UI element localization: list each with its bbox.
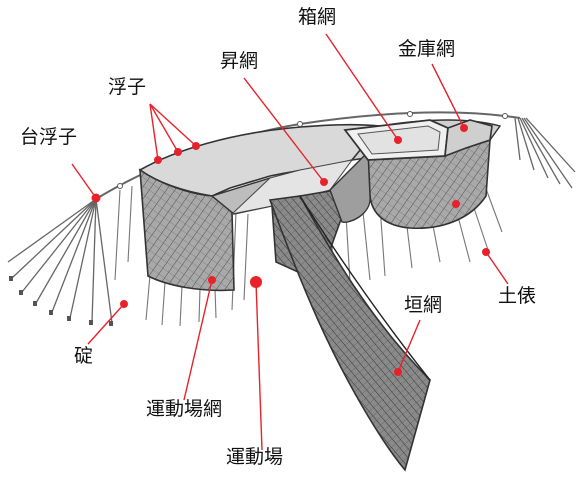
dot-playground-net — [208, 276, 216, 284]
pointer-playground-net-line — [184, 280, 212, 400]
label-playground-net: 運動場網 — [146, 400, 222, 419]
pointer-anchor-line — [88, 304, 124, 344]
label-main-float: 台浮子 — [20, 128, 77, 147]
dot-sandbag — [482, 248, 490, 256]
pointer-float-b-line — [150, 104, 178, 152]
left-anchor-ropes — [8, 199, 112, 323]
leader-net — [270, 196, 430, 470]
left-sinker-marks — [9, 276, 113, 326]
dot-vault-net — [460, 124, 468, 132]
dot-float-b — [174, 148, 182, 156]
dot-rising-net — [320, 178, 328, 186]
pointer-playground-line — [256, 282, 262, 450]
label-leader-net: 垣網 — [404, 296, 442, 315]
pointer-sandbag-line — [486, 252, 508, 284]
dot-playground — [250, 276, 262, 288]
label-box-net: 箱網 — [298, 8, 336, 27]
label-playground: 運動場 — [226, 448, 283, 467]
dot-anchor — [120, 300, 128, 308]
right-anchor-ropes — [515, 118, 575, 188]
pointer-main-float-line — [72, 164, 96, 198]
dot-float-a — [154, 156, 162, 164]
pointer-float-a-line — [150, 104, 158, 160]
dot-leader-net — [394, 368, 402, 376]
pointer-float-c-line — [150, 104, 196, 146]
label-rising-net: 昇網 — [220, 52, 258, 71]
dot-bag-net — [452, 200, 460, 208]
label-vault-net: 金庫網 — [398, 40, 455, 59]
label-anchor: 碇 — [74, 347, 93, 366]
dot-main-float — [92, 194, 101, 203]
label-float: 浮子 — [108, 78, 146, 97]
dot-float-c — [192, 142, 200, 150]
pointer-vault-net-line — [432, 64, 464, 128]
label-sandbag: 土俵 — [498, 287, 536, 306]
dot-box-net — [394, 136, 402, 144]
